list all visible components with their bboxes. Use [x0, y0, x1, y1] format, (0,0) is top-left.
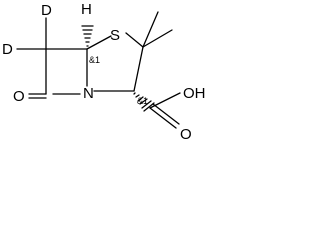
atom-o-carbonyl: O: [13, 88, 25, 105]
bond-cooh-c-o-double-a: [149, 107, 177, 129]
atom-h-top: H: [81, 1, 92, 18]
stereo-label-c3: &1: [137, 96, 148, 106]
atom-d-left: D: [2, 41, 13, 58]
molecule-structure: D D H S N O OH O &1 &1: [2, 1, 206, 143]
bond-c5-s: [86, 35, 112, 50]
bond-s-c2: [125, 32, 144, 48]
atom-oh: OH: [183, 85, 206, 102]
hashed-wedge-c5-h: [81, 25, 94, 47]
atom-o-acid: O: [180, 126, 192, 143]
bond-cooh-c-o-double-b: [152, 103, 180, 125]
stereo-label-c5: &1: [89, 55, 100, 65]
bond-c2-methyl-2: [142, 29, 173, 48]
atom-n: N: [83, 85, 94, 102]
atom-s: S: [110, 27, 120, 44]
atom-d-top: D: [41, 2, 52, 19]
bond-c2-c3: [133, 46, 144, 92]
hashed-wedge-c3-cooh: [133, 92, 155, 112]
bond-c2-methyl-1: [142, 11, 159, 48]
